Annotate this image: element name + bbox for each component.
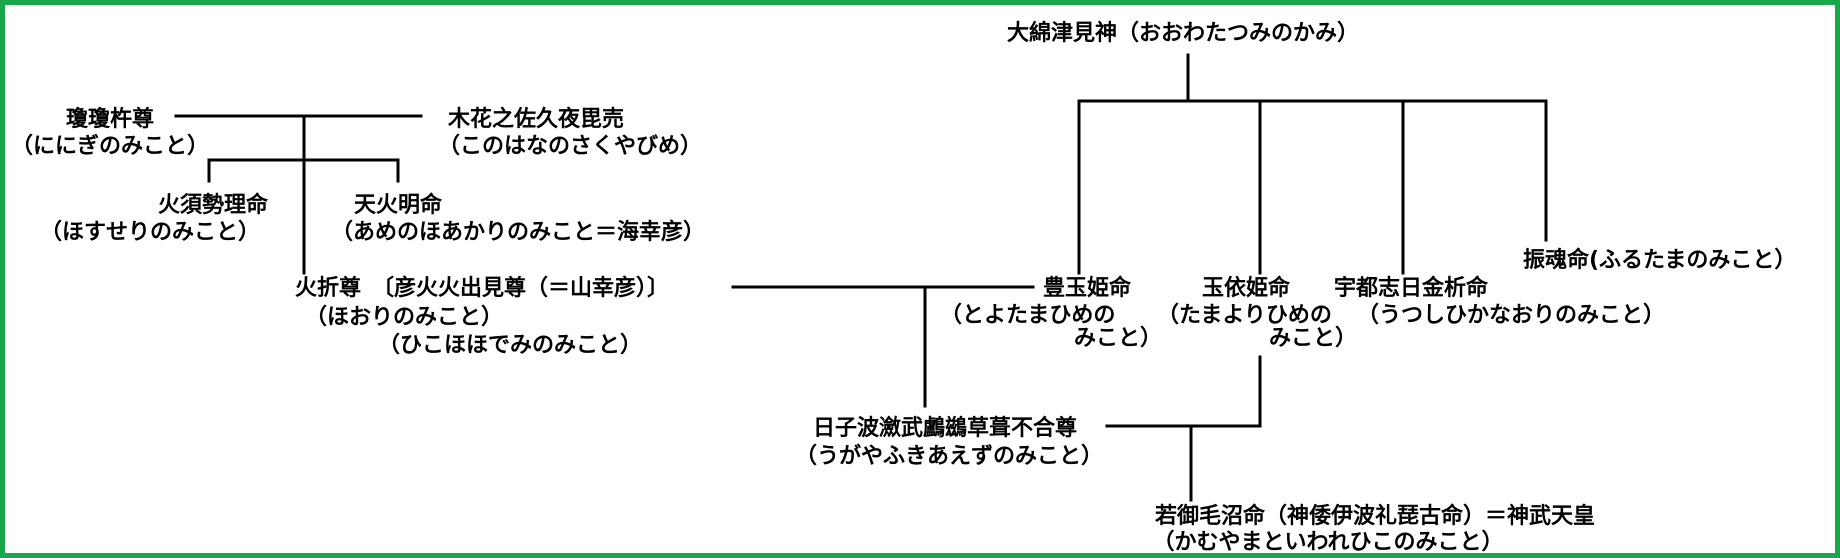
node-ninigi: 瓊瓊杵尊	[65, 107, 155, 132]
node-tamayorihime-reading-2: みこと）	[1269, 326, 1358, 351]
node-toyotamahime: 豊玉姫命	[1042, 276, 1132, 301]
connector-lines	[174, 53, 1548, 502]
node-konohanasakuya-reading: （このはなのさくやびめ）	[437, 134, 703, 159]
node-ugaya: 日子波瀲武鸕鷀草葺不合尊	[812, 416, 1078, 441]
node-amenohoakari: 天火明命	[353, 193, 443, 218]
node-utsushihikana-reading: （うつしひかなおりのみこと）	[1357, 303, 1666, 328]
node-hoori-reading-alt: （ひこほほでみのみこと）	[378, 333, 643, 358]
node-hoori-reading: （ほおりのみこと）	[305, 305, 504, 330]
node-owatatsumi: 大綿津見神（おおわたつみのかみ）	[1006, 21, 1360, 46]
node-toyotamahime-reading-2: みこと）	[1074, 326, 1163, 351]
node-ugaya-reading: （うがやふきあえずのみこと）	[794, 444, 1104, 469]
node-jimmu-reading: （かむやまといわれひこのみこと）	[1152, 530, 1504, 555]
node-tamayorihime-reading: （たまよりひめの	[1157, 303, 1332, 328]
node-furutama: 振魂命(ふるたまのみこと）	[1523, 248, 1797, 273]
node-amenohoakari-reading: （あめのほあかりのみこと＝海幸彦）	[330, 220, 706, 245]
node-hosusori: 火須勢理命	[157, 193, 269, 218]
node-toyotamahime-reading: （とよたまひめの	[940, 303, 1116, 328]
node-ninigi-reading: （ににぎのみこと）	[10, 134, 210, 159]
node-jimmu: 若御毛沼命（神倭伊波礼琵古命）＝神武天皇	[1154, 504, 1596, 529]
node-konohanasakuya: 木花之佐久夜毘売	[447, 107, 625, 132]
node-utsushihikana: 宇都志日金析命	[1333, 276, 1489, 301]
node-hoori: 火折尊 〔彦火火出見尊（＝山幸彦）〕	[295, 276, 670, 301]
node-hosusori-reading: （ほすせりのみこと）	[39, 220, 261, 245]
node-tamayorihime: 玉依姫命	[1201, 276, 1291, 301]
